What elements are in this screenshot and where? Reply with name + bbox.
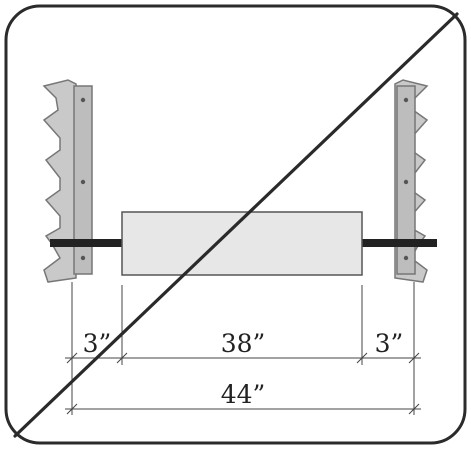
right-wall-bracket bbox=[394, 79, 429, 283]
right-bracket-screw bbox=[403, 97, 409, 103]
dim-label-span: 38” bbox=[221, 329, 266, 358]
dim-tick bbox=[356, 352, 368, 364]
dim-tick bbox=[116, 352, 128, 364]
dim-tick bbox=[408, 352, 420, 364]
dim-label-left: 3” bbox=[83, 329, 112, 358]
left-bracket-screw bbox=[80, 179, 86, 185]
right-bracket-screw bbox=[403, 179, 409, 185]
slab-board bbox=[121, 211, 363, 276]
left-support-bar bbox=[50, 239, 123, 247]
dim-tick bbox=[408, 403, 420, 415]
right-support-bar bbox=[360, 239, 437, 247]
prohibited-slash-icon bbox=[13, 12, 459, 438]
left-wall-bracket bbox=[42, 79, 93, 283]
dim-tick bbox=[66, 403, 78, 415]
left-bracket-screw bbox=[80, 97, 86, 103]
extension-lines bbox=[71, 282, 415, 415]
dim-label-total: 44” bbox=[221, 380, 266, 409]
right-bracket-screw bbox=[403, 255, 409, 261]
dim-label-right: 3” bbox=[375, 329, 404, 358]
dimension-lines bbox=[65, 352, 421, 415]
dim-tick bbox=[66, 352, 78, 364]
left-bracket-teeth bbox=[42, 79, 77, 283]
left-bracket-screw bbox=[80, 255, 86, 261]
